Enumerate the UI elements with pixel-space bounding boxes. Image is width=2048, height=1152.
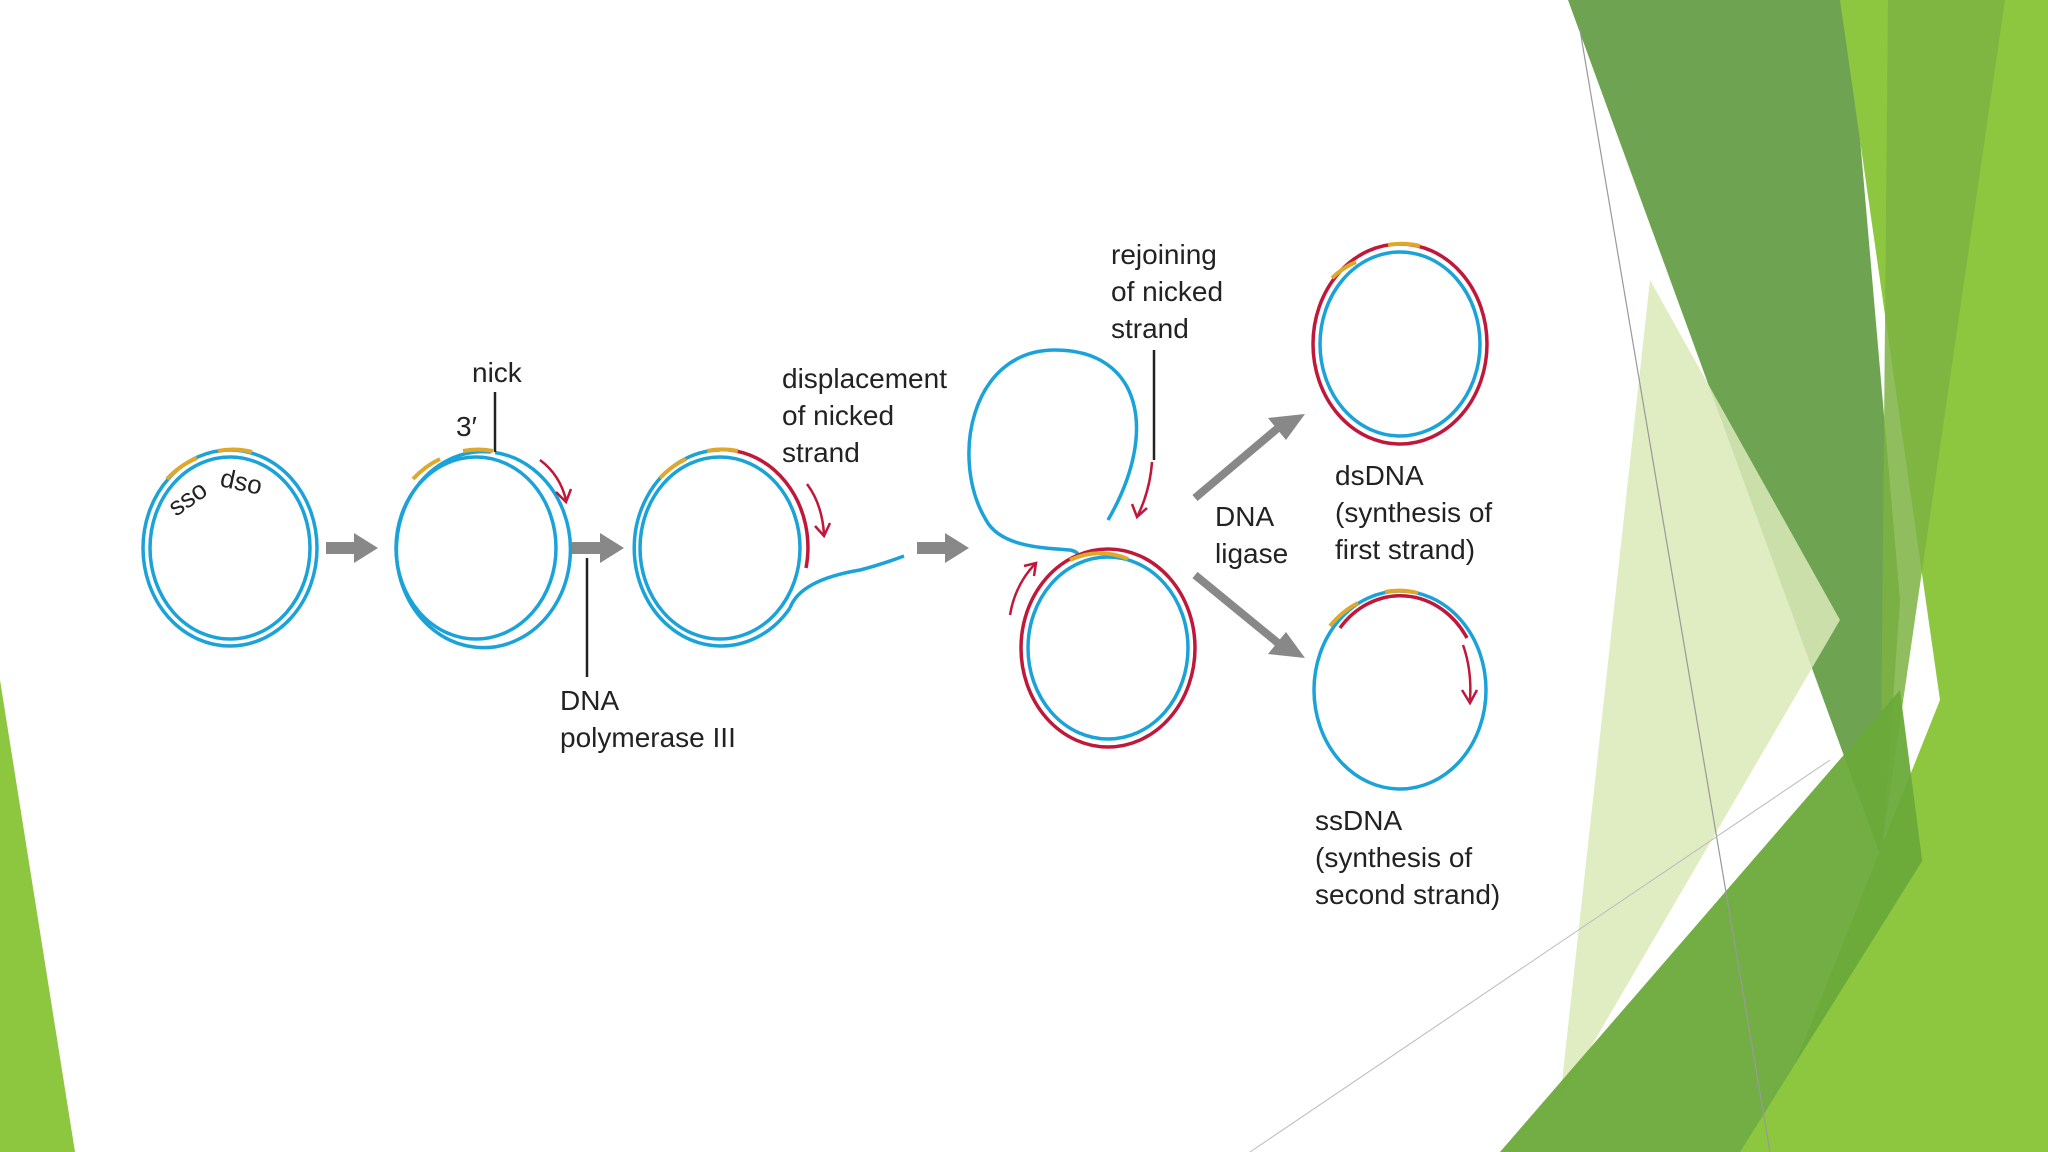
nick-label: nick <box>472 357 523 388</box>
dsdna-label-line2: (synthesis of <box>1335 497 1492 528</box>
three-prime-label: 3′ <box>456 411 477 442</box>
flow-arrow <box>326 533 378 563</box>
dsdna-label-line3: first strand) <box>1335 534 1475 565</box>
displacement-label-line2: of nicked <box>782 400 894 431</box>
nicked-strand-loop <box>967 348 1139 559</box>
ssdna-label-line2: (synthesis of <box>1315 842 1472 873</box>
nick-origin <box>462 447 494 453</box>
polymerase-label-line1: DNA <box>560 685 619 716</box>
rejoining-label-line3: strand <box>1111 313 1189 344</box>
leading-strand-arrow <box>1008 563 1036 616</box>
flow-arrow <box>572 533 624 563</box>
synthesis-direction-arrow <box>539 459 568 501</box>
theme-facet-bottom-light <box>1740 660 2048 1152</box>
new-strand <box>1338 593 1469 639</box>
dso-origin <box>706 447 739 453</box>
dsdna-label-line1: dsDNA <box>1335 460 1424 491</box>
sso-origin <box>1330 260 1357 280</box>
theme-facet-mid <box>1880 0 2005 860</box>
sso-origin <box>658 457 687 480</box>
plasmid-step-4 <box>967 348 1197 749</box>
ssdna-product <box>1312 588 1488 791</box>
displacement-label-line3: strand <box>782 437 860 468</box>
synthesis-direction-arrow <box>1461 644 1472 701</box>
plasmid-step-1: sso dso <box>141 447 319 648</box>
dso-origin <box>1384 588 1419 595</box>
ssdna-label-line3: second strand) <box>1315 879 1500 910</box>
rejoining-label-line2: of nicked <box>1111 276 1223 307</box>
synthesis-direction-arrow <box>805 483 826 535</box>
origin-segment <box>1069 551 1129 562</box>
theme-thin-line <box>1579 29 1771 1152</box>
plasmid-step-2: nick 3′ <box>394 357 573 650</box>
sso-origin <box>411 457 441 481</box>
displaced-strand <box>788 554 905 609</box>
displacement-label-line1: displacement <box>782 363 947 394</box>
rolling-circle-replication-diagram: sso dso nick 3′ DNA polymerase III <box>141 239 1500 910</box>
ligase-label-line1: DNA <box>1215 501 1274 532</box>
dso-origin <box>217 447 253 454</box>
dso-origin <box>1387 241 1421 248</box>
sso-origin <box>1328 601 1359 628</box>
flow-arrow <box>917 533 969 563</box>
branch-arrow-up <box>1192 414 1305 502</box>
branch-arrow-down <box>1192 571 1305 658</box>
theme-thin-line <box>1249 759 1831 1152</box>
dsdna-product <box>1311 241 1489 446</box>
rejoining-label-line1: rejoining <box>1111 239 1217 270</box>
sso-origin <box>165 456 198 481</box>
polymerase-label-line2: polymerase III <box>560 722 736 753</box>
dso-label: dso <box>218 463 265 501</box>
ssdna-label-line1: ssDNA <box>1315 805 1402 836</box>
ligase-label-line2: ligase <box>1215 538 1288 569</box>
rejoining-arrow <box>1136 461 1154 516</box>
sso-label: sso <box>162 474 212 522</box>
theme-facet-left <box>0 680 75 1152</box>
plasmid-step-3 <box>632 447 905 648</box>
